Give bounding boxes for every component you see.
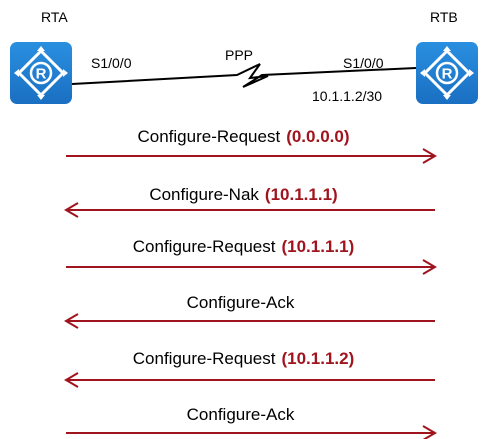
message-label: Configure-Request (0.0.0.0) — [0, 127, 487, 147]
message-label: Configure-Request (10.1.1.1) — [0, 237, 487, 257]
message-name: Configure-Request — [137, 127, 281, 146]
arrow-left-icon — [64, 372, 79, 388]
message-name: Configure-Ack — [186, 293, 295, 312]
message-label: Configure-Request (10.1.1.2) — [0, 349, 487, 369]
message-ip: (10.1.1.2) — [281, 349, 355, 368]
message-label: Configure-Ack — [0, 293, 487, 313]
arrow-left-icon — [64, 202, 79, 218]
message-ip: (10.1.1.1) — [264, 185, 338, 204]
router-a-label: RTA — [41, 9, 68, 25]
link-label: PPP — [225, 47, 254, 63]
svg-text:R: R — [36, 66, 47, 83]
message-name: Configure-Request — [132, 349, 276, 368]
serial-link — [71, 63, 417, 88]
router-icon: R — [10, 42, 72, 104]
router-b-port: S1/0/0 — [343, 55, 384, 71]
svg-text:R: R — [442, 66, 453, 83]
arrow-left-icon — [64, 313, 79, 329]
router-b-ip: 10.1.1.2/30 — [312, 88, 383, 104]
message-arrow — [64, 372, 435, 388]
arrow-right-icon — [422, 259, 437, 275]
message-arrow — [66, 425, 437, 439]
arrow-right-icon — [422, 425, 437, 439]
message-ip: (0.0.0.0) — [286, 127, 350, 146]
message-ip: (10.1.1.1) — [281, 237, 355, 256]
message-name: Configure-Nak — [149, 185, 259, 204]
message-label: Configure-Nak (10.1.1.1) — [0, 185, 487, 205]
message-arrow — [64, 202, 435, 218]
message-name: Configure-Request — [132, 237, 276, 256]
message-name: Configure-Ack — [186, 405, 295, 424]
router-b-label: RTB — [430, 9, 458, 25]
router-icon: R — [416, 42, 478, 104]
message-arrow — [66, 259, 437, 275]
router-a-port: S1/0/0 — [91, 55, 132, 71]
arrow-right-icon — [422, 148, 437, 164]
message-arrow — [66, 148, 437, 164]
message-label: Configure-Ack — [0, 405, 487, 425]
message-arrow — [64, 313, 435, 329]
